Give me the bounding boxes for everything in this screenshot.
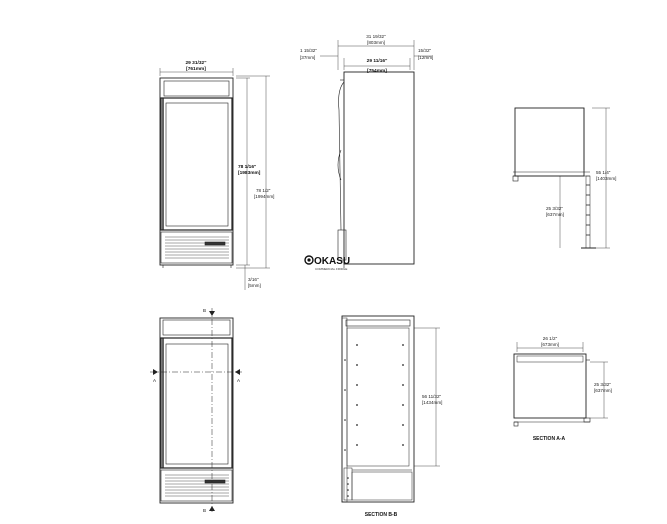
logo-tagline: COMMERCIAL FRIDGE [315, 267, 347, 271]
open-height-label: 55 1/4" [596, 170, 611, 175]
section-cut-lines [150, 308, 242, 512]
open-height-mm-label: [1403mm] [596, 176, 616, 181]
open-shelf-label: 25 3/32" [546, 206, 563, 211]
open-shelf-mm-label: [637mm] [546, 212, 564, 217]
front-width-label: 29 31/32" [186, 60, 207, 66]
section-aa-depth-label: 25 3/32" [594, 382, 611, 387]
side-left-offset-mm-label: [37mm] [300, 55, 315, 60]
section-aa-view [513, 353, 591, 427]
section-bb-view [341, 315, 415, 503]
section-aa-width-mm-label: [673mm] [541, 342, 559, 347]
side-overall-label: 31 19/32" [366, 34, 386, 39]
front-height-b-label: 78 1/2" [256, 188, 271, 193]
side-left-offset-label: 1 15/32" [300, 48, 317, 53]
section-aa-width-label: 26 1/2" [543, 336, 558, 341]
front-height-b-mm-label: [1994mm] [254, 194, 274, 199]
open-door-dimensions [559, 107, 610, 249]
side-view [337, 71, 415, 268]
front-foot-label: 3/16" [248, 277, 259, 282]
section-aa-caption: SECTION A-A [533, 436, 566, 442]
marker-b-bottom: B [203, 508, 206, 513]
front-foot-mm-label: [5mm] [248, 283, 261, 288]
marker-b-top: B [203, 308, 206, 313]
section-bb-dimensions [414, 327, 440, 467]
front-width-mm-label: [761mm] [186, 66, 206, 72]
front-section-view [159, 317, 234, 504]
section-bb-caption: SECTION B-B [365, 512, 398, 518]
side-right-offset-mm-label: [12mm] [418, 55, 433, 60]
section-bb-height-label: 56 11/32" [422, 394, 442, 399]
section-arrows [153, 311, 240, 511]
side-overall-mm-label: [803mm] [367, 40, 385, 45]
front-dimensions [159, 68, 270, 290]
okasu-logo: OKASU COMMERCIAL FRIDGE [304, 255, 350, 271]
front-height-a-label: 78 1/16" [238, 164, 256, 170]
marker-a-right: A [237, 378, 240, 383]
side-body-label: 29 11/16" [367, 58, 388, 64]
open-door-view [512, 107, 596, 249]
section-bb-pegs [344, 344, 404, 497]
marker-a-left: A [153, 378, 156, 383]
logo-text: OKASU [314, 256, 350, 267]
side-dimensions [320, 40, 432, 70]
side-right-offset-label: 15/32" [418, 48, 431, 53]
section-aa-dimensions [516, 342, 608, 419]
side-body-mm-label: [754mm] [367, 68, 387, 74]
front-height-a-mm-label: [1983mm] [238, 170, 261, 176]
section-bb-height-mm-label: [1434mm] [422, 400, 442, 405]
section-aa-depth-mm-label: [637mm] [594, 388, 612, 393]
front-view [159, 77, 234, 268]
